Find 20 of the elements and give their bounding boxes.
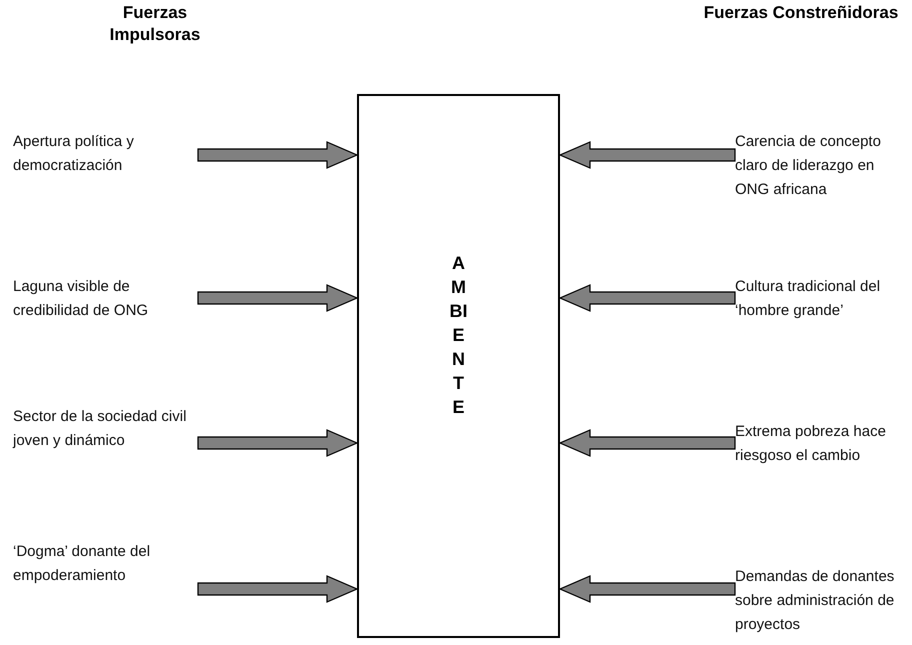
force-text: Cultura tradicional del ‘hombre grande’ <box>735 275 912 331</box>
block-arrow <box>197 575 358 603</box>
force-text: Extrema pobreza hace riesgoso el cambio <box>735 420 912 476</box>
force-text: Apertura política y democratización <box>13 130 198 186</box>
block-arrow <box>197 284 358 312</box>
vertical-title: AMBIENTE <box>450 252 468 419</box>
block-arrow <box>197 429 358 457</box>
block-arrow <box>558 284 736 312</box>
block-arrow <box>197 141 358 169</box>
force-text: ‘Dogma’ donante del empoderamiento <box>13 540 198 596</box>
environment-box <box>357 94 560 638</box>
column-heading: Fuerzas Constreñidoras <box>702 2 900 24</box>
force-text: Demandas de donantes sobre administración de proyectos <box>735 565 912 645</box>
column-heading: Fuerzas Impulsoras <box>108 2 202 46</box>
force-text: Carencia de concepto claro de liderazgo en ONG africana <box>735 130 912 214</box>
block-arrow <box>558 429 736 457</box>
block-arrow <box>558 141 736 169</box>
force-text: Sector de la sociedad civil joven y dinámico <box>13 405 198 489</box>
force-text: Laguna visible de credibilidad de ONG <box>13 275 198 359</box>
block-arrow <box>558 575 736 603</box>
